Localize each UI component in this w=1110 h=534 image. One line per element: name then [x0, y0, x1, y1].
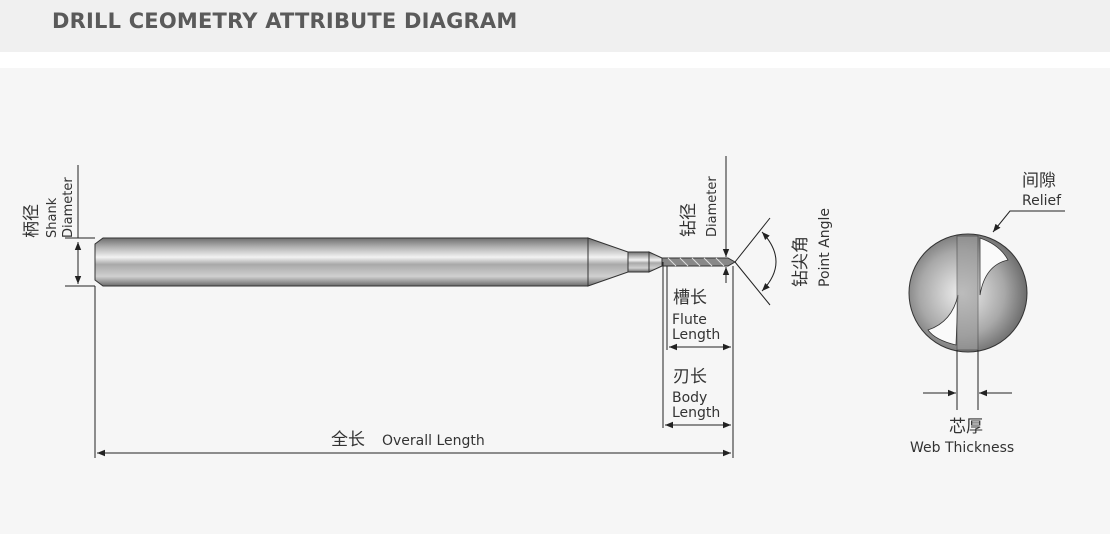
drill-cross-section: [908, 210, 1065, 410]
web-label-en: Web Thickness: [910, 440, 1014, 456]
flute-label-en1: Flute: [672, 312, 707, 328]
body-label-cn: 刃长: [673, 367, 707, 387]
shank-label-cn: 柄径: [22, 204, 42, 238]
relief-label-cn: 间隙: [1022, 171, 1056, 191]
diameter-label-cn: 钻径: [679, 203, 699, 237]
flute-label-cn: 槽长: [673, 288, 707, 308]
shank-label-en2: Diameter: [61, 177, 76, 238]
header-band: DRILL CEOMETRY ATTRIBUTE DIAGRAM: [0, 0, 1110, 52]
flute-label-en2: Length: [672, 327, 720, 343]
page-title: DRILL CEOMETRY ATTRIBUTE DIAGRAM: [52, 9, 518, 33]
point-angle-label-en: Point Angle: [817, 208, 833, 287]
diameter-label-en: Diameter: [705, 176, 720, 237]
body-label-en1: Body: [672, 390, 707, 406]
dimension-lines: [65, 156, 777, 458]
relief-label-en: Relief: [1022, 193, 1062, 209]
body-label-en2: Length: [672, 405, 720, 421]
web-label-cn: 芯厚: [949, 417, 983, 437]
overall-label-cn: 全长: [331, 430, 365, 450]
shank-label-en1: Shank: [45, 197, 60, 238]
point-angle-label-cn: 钻尖角: [791, 236, 811, 287]
drill-body: [94, 237, 737, 287]
overall-label-en: Overall Length: [382, 433, 485, 449]
